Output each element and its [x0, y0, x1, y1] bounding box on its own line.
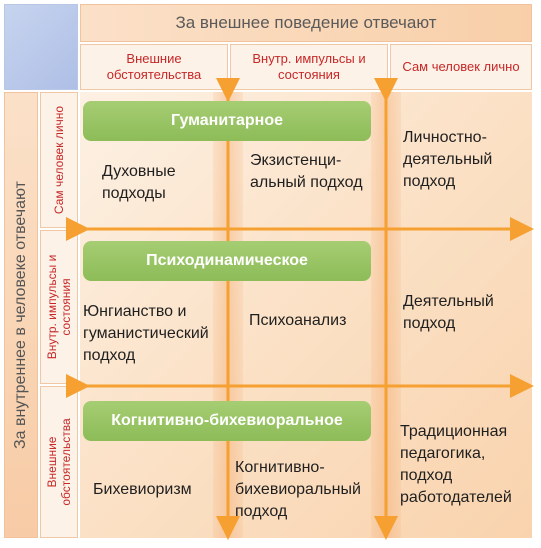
cell-spiritual: Духовные подходы: [102, 163, 176, 202]
corner-cell: [4, 4, 78, 90]
cell-behaviorism: Бихевиоризм: [93, 481, 192, 498]
column-header-external: Внешние обстоятельства: [80, 44, 228, 90]
band-psychodynamic: Психодинамическое: [83, 241, 371, 281]
cell-cognitive-behavioral: Когнитивно-бихевиоральный подход: [235, 459, 361, 520]
row-header-self: Сам человек лично: [40, 92, 78, 228]
row-header-impulses: Внутр. импульсы и состояния: [40, 230, 78, 384]
diagram-field: [80, 92, 532, 538]
band-cognitive-behavioral: Когнитивно-бихевиоральное: [83, 401, 371, 441]
cell-personal-activity: Личностно-деятельный подход: [403, 129, 493, 190]
cell-existential: Экзистенци-альный подход: [250, 152, 363, 191]
row-header-external: Внешние обстоятельства: [40, 386, 78, 538]
band-humanitarian: Гуманитарное: [83, 101, 371, 141]
cell-jungian: Юнгианство и гуманистический подход: [83, 303, 209, 364]
cell-activity: Деятельный подход: [403, 293, 494, 332]
cell-traditional-pedagogy: Традиционная педагогика, подход работода…: [400, 423, 512, 506]
side-header: За внутреннее в человеке отвечают: [4, 92, 38, 538]
cell-psychoanalysis: Психоанализ: [249, 312, 347, 329]
top-header: За внешнее поведение отвечают: [80, 4, 532, 42]
column-header-self: Сам человек лично: [390, 44, 532, 90]
column-header-impulses: Внутр. импульсы и состояния: [230, 44, 388, 90]
